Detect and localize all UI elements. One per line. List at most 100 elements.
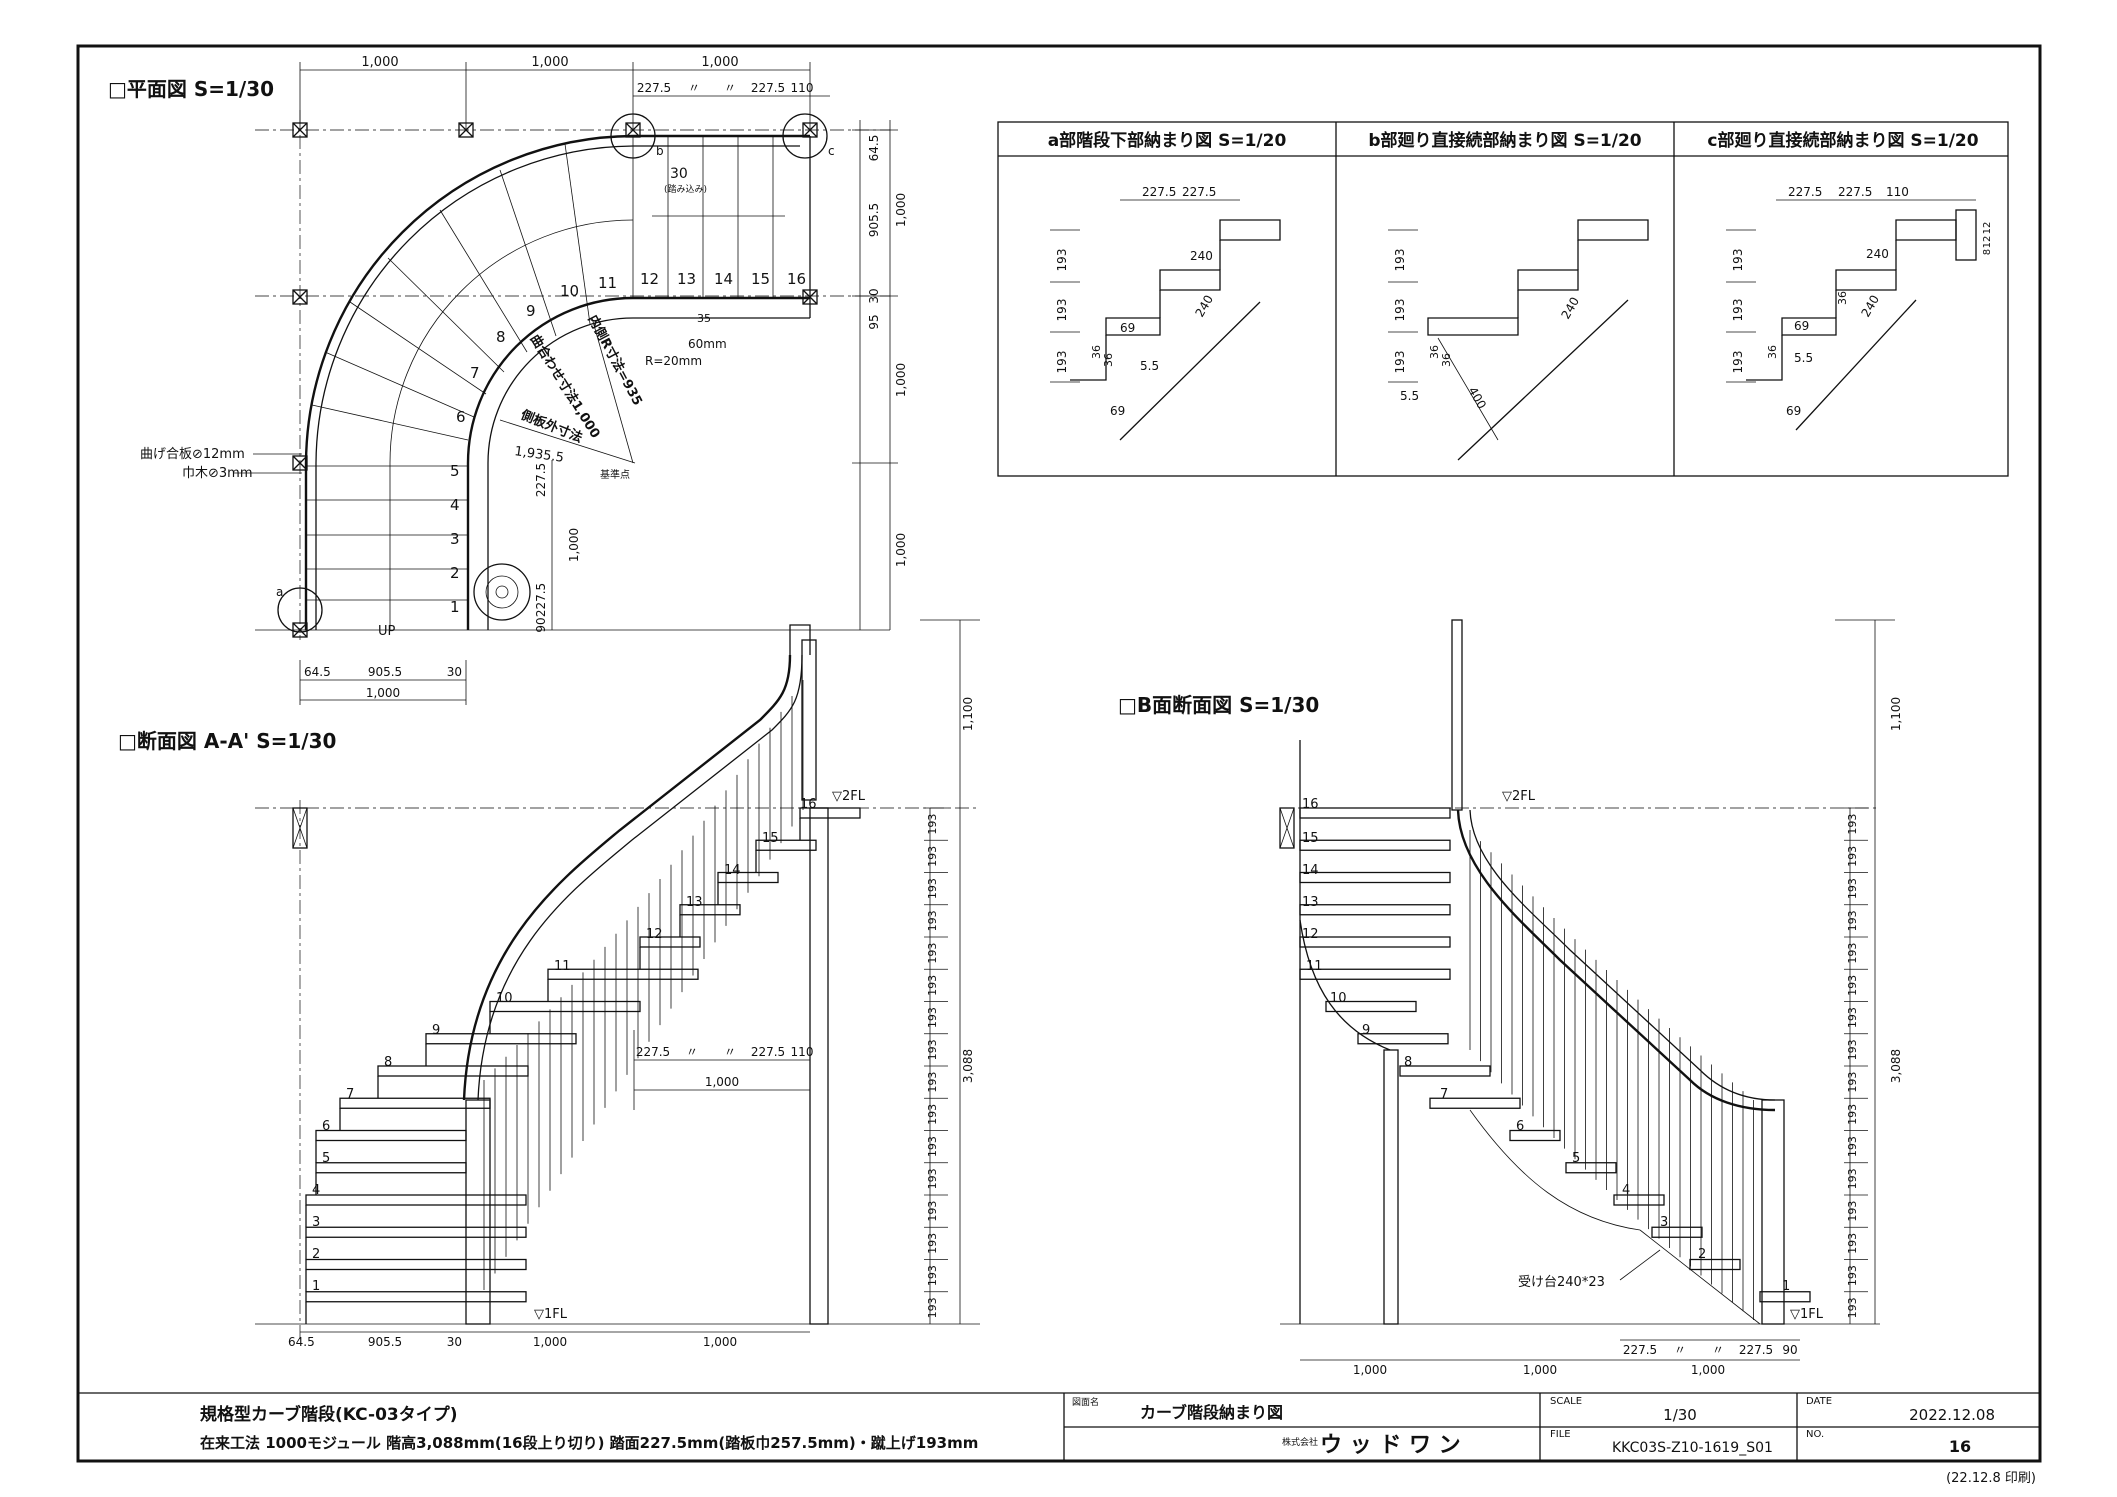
- detail-c-dim-5: 193: [1731, 299, 1745, 322]
- aa-step-8: 8: [384, 1055, 392, 1070]
- plan-step-12: 12: [640, 270, 659, 288]
- aa-step-12: 12: [646, 927, 663, 942]
- detail-c-dim-9: 69: [1794, 319, 1809, 333]
- scale-label: SCALE: [1550, 1396, 1582, 1407]
- aa-tread: [305, 1194, 527, 1206]
- no-value: 16: [1949, 1437, 1971, 1456]
- riser-dim: 193: [1846, 910, 1859, 931]
- detail-c-dim-1: 227.5: [1788, 185, 1822, 199]
- company-name: ウ ッ ド ワ ン: [1320, 1433, 1461, 1458]
- plan-step-6: 6: [456, 408, 466, 426]
- plan-sub-dim-5: 110: [791, 81, 814, 95]
- riser-dim: 193: [1846, 1104, 1859, 1125]
- riser-dim: 193: [926, 1297, 939, 1318]
- riser-dim: 193: [1846, 1007, 1859, 1028]
- riser-dim: 193: [926, 1265, 939, 1286]
- b-sub-dim-4: 227.5: [1739, 1343, 1773, 1357]
- detail-c-dim-3: 110: [1886, 185, 1909, 199]
- plan-step-1: 1: [450, 598, 460, 616]
- detail-a-dim-8: 69: [1120, 321, 1135, 335]
- aa-tread: [489, 1000, 641, 1013]
- aa-step-9: 9: [432, 1023, 440, 1038]
- company-label: 株式会社: [1282, 1436, 1318, 1448]
- riser-dim: 193: [926, 1104, 939, 1125]
- aa-step-5: 5: [322, 1151, 330, 1166]
- detail-c-dim-4: 193: [1731, 249, 1745, 272]
- plan-step-15: 15: [751, 270, 770, 288]
- b-step-6: 6: [1516, 1119, 1524, 1134]
- detail-marker-a: [277, 587, 323, 633]
- riser-dim: 193: [1846, 1039, 1859, 1060]
- detail-a-dim-5: 193: [1055, 351, 1069, 374]
- plan-step-5: 5: [450, 462, 460, 480]
- aa-step-14: 14: [724, 863, 741, 878]
- b-step-11: 11: [1306, 959, 1323, 974]
- plan-step-13: 13: [677, 270, 696, 288]
- b-step-16: 16: [1302, 797, 1319, 812]
- aa-step-4: 4: [312, 1183, 320, 1198]
- detail-b-dim-6: 36: [1440, 353, 1453, 367]
- b-step-3: 3: [1660, 1215, 1668, 1230]
- aa-inner-dim-4: 227.5: [751, 1045, 785, 1059]
- detail-b-dim-1: 193: [1393, 249, 1407, 272]
- plan-60mm: 60mm: [688, 337, 727, 351]
- detail-b-dim-7: 5.5: [1400, 389, 1419, 403]
- detail-c-dim-7: 240: [1866, 247, 1889, 261]
- aa-tread: [425, 1033, 577, 1045]
- riser-dim: 193: [1846, 814, 1859, 835]
- detail-table: a部階段下部納まり図 S=1/20 b部廻り直接続部納まり図 S=1/20 c部…: [997, 121, 2009, 477]
- aa-inner-total: 1,000: [705, 1075, 739, 1089]
- b-step-9: 9: [1362, 1023, 1370, 1038]
- riser-dim: 193: [926, 814, 939, 835]
- b-step-5: 5: [1572, 1151, 1580, 1166]
- detail-b-dim-3: 193: [1393, 351, 1407, 374]
- aa-step-7: 7: [346, 1087, 354, 1102]
- aa-tread: [755, 839, 817, 851]
- aa-total-height: 3,088: [961, 1049, 975, 1083]
- detail-c-dim-16: 8: [1982, 249, 1993, 255]
- riser-dim: 193: [926, 1201, 939, 1222]
- detail-a-dim-1: 227.5: [1142, 185, 1176, 199]
- detail-a-dim-3: 193: [1055, 249, 1069, 272]
- plan-thirty-note: (踏み込み): [664, 183, 707, 195]
- b-step-10: 10: [1330, 991, 1347, 1006]
- plan-bottom-dim-2: 905.5: [368, 665, 402, 679]
- plan-sub-dim-3: 〃: [724, 81, 736, 95]
- aa-bottom-dim-3: 30: [447, 1335, 462, 1349]
- b-fl1: ▽1FL: [1790, 1307, 1824, 1322]
- plan-thirty: 30: [670, 166, 688, 182]
- plan-right-dim-5: 95: [867, 314, 881, 329]
- b-bottom-dim-1: 1,000: [1353, 1363, 1387, 1377]
- mark-b: b: [656, 144, 664, 158]
- plan-base-point: 基準点: [600, 468, 630, 481]
- b-sub-dim-3: 〃: [1712, 1343, 1724, 1357]
- detail-marker-b: [610, 113, 656, 159]
- aa-step-15: 15: [762, 831, 779, 846]
- detail-b-dim-8: 400: [1465, 385, 1489, 412]
- b-sub-dim-2: 〃: [1674, 1343, 1686, 1357]
- plan-step-11: 11: [598, 274, 617, 292]
- riser-dim: 193: [926, 1039, 939, 1060]
- riser-dim: 193: [926, 1072, 939, 1093]
- aa-step-1: 1: [312, 1279, 320, 1294]
- plan-plywood-note: 曲げ合板⊘12mm: [140, 447, 245, 462]
- plan-step-10: 10: [560, 282, 579, 300]
- plan-step-3: 3: [450, 530, 460, 548]
- aa-tread: [679, 904, 741, 916]
- aa-inner-dim-3: 〃: [724, 1045, 736, 1059]
- riser-dim: 193: [926, 1168, 939, 1189]
- detail-b-title: b部廻り直接続部納まり図 S=1/20: [1368, 130, 1641, 151]
- b-tread: [1613, 1194, 1665, 1206]
- b-tread: [1429, 1097, 1521, 1109]
- b-tread: [1651, 1226, 1703, 1238]
- plan-step-4: 4: [450, 496, 460, 514]
- detail-b-dim-5: 36: [1428, 345, 1441, 359]
- riser-dim: 193: [1846, 1297, 1859, 1318]
- b-bottom-dim-2: 1,000: [1523, 1363, 1557, 1377]
- b-step-14: 14: [1302, 863, 1319, 878]
- b-tread: [1759, 1291, 1811, 1303]
- aa-step-16: 16: [800, 797, 817, 812]
- plan-right-dim-3: 1,000: [894, 193, 908, 227]
- b-tread: [1299, 807, 1451, 819]
- drawing-name: カーブ階段納まり図: [1140, 1403, 1283, 1422]
